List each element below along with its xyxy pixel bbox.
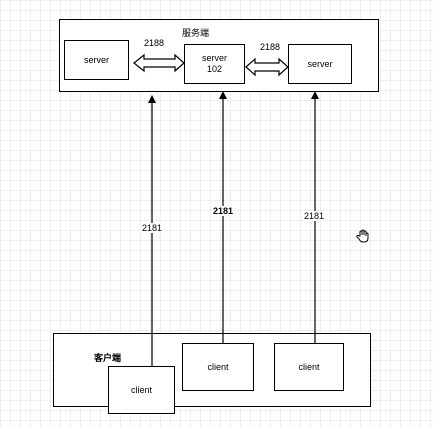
client-box-3-label: client bbox=[298, 361, 320, 372]
client-box-2-label: client bbox=[207, 361, 229, 372]
server-link-label-1: 2188 bbox=[144, 38, 165, 48]
server-box-2-label: server bbox=[201, 53, 227, 63]
connection-label-1: 2181 bbox=[141, 223, 164, 233]
server-box-1: server bbox=[64, 40, 129, 80]
client-box-1: client bbox=[108, 366, 175, 414]
server-group-title: 服务端 bbox=[182, 28, 210, 38]
client-group-title: 客户端 bbox=[94, 353, 122, 363]
server-box-3: server bbox=[288, 44, 352, 84]
server-link-label-2: 2188 bbox=[260, 42, 281, 52]
connection-label-3: 2181 bbox=[303, 211, 326, 221]
connection-label-2: 2181 bbox=[212, 206, 235, 216]
client-box-2: client bbox=[182, 343, 254, 391]
server-box-2-sublabel: 102 bbox=[206, 64, 223, 74]
server-box-1-label: server bbox=[83, 54, 109, 65]
client-box-3: client bbox=[274, 343, 344, 391]
client-box-1-label: client bbox=[130, 384, 152, 395]
server-box-3-label: server bbox=[307, 58, 333, 69]
hand-cursor-icon bbox=[356, 229, 370, 245]
server-box-2: server 102 bbox=[184, 44, 245, 84]
